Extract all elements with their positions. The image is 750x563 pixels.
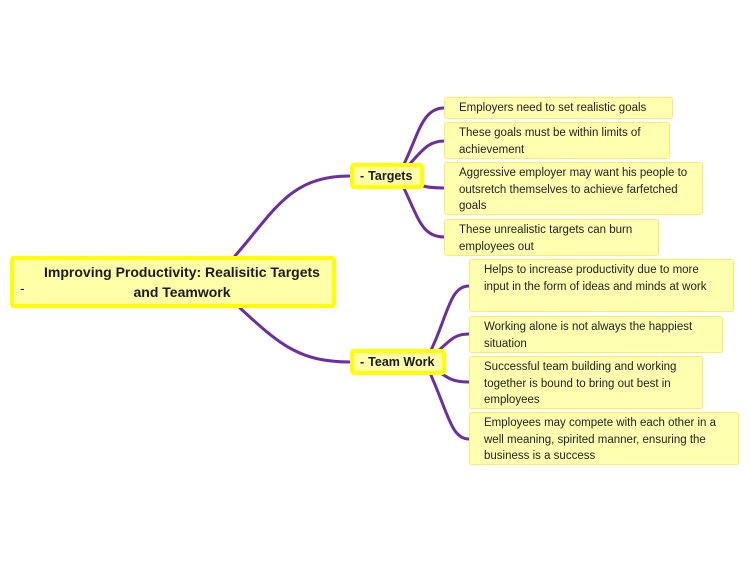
targets-leaf-1-text: Employers need to set realistic goals <box>459 102 647 114</box>
root-title-line-2: and Teamwork <box>133 284 231 300</box>
targets-collapse-toggle[interactable]: - <box>360 169 365 183</box>
branch-team-work-label: Team Work <box>368 355 435 369</box>
targets-leaf-3[interactable]: Aggressive employer may want his people … <box>444 162 703 215</box>
targets-leaf-2-text: These goals must be within limits of ach… <box>459 127 641 156</box>
root-collapse-toggle[interactable]: - <box>20 280 25 296</box>
connector-root-targets <box>233 174 352 258</box>
connector-teamwork-leaf-4 <box>423 360 471 441</box>
teamwork-leaf-2-text: Working alone is not always the happiest… <box>484 321 693 350</box>
teamwork-leaf-1-text: Helps to increase productivity due to mo… <box>484 264 707 293</box>
targets-leaf-1[interactable]: Employers need to set realistic goals <box>444 97 673 119</box>
targets-leaf-3-text: Aggressive employer may want his people … <box>459 167 688 212</box>
teamwork-leaf-3[interactable]: Successful team building and working tog… <box>469 356 703 409</box>
teamwork-leaf-4[interactable]: Employees may compete with each other in… <box>469 412 739 465</box>
root-title-line-1: Improving Productivity: Realisitic Targe… <box>44 264 320 280</box>
teamwork-leaf-1[interactable]: Helps to increase productivity due to mo… <box>469 259 734 312</box>
teamwork-leaf-4-text: Employees may compete with each other in… <box>484 417 717 462</box>
connector-teamwork-leaf-1 <box>423 284 471 364</box>
branch-targets-label: Targets <box>368 169 413 183</box>
targets-leaf-4[interactable]: These unrealistic targets can burn emplo… <box>444 219 659 256</box>
targets-leaf-4-text: These unrealistic targets can burn emplo… <box>459 224 633 253</box>
branch-targets[interactable]: -Targets <box>350 163 425 189</box>
teamwork-leaf-3-text: Successful team building and working tog… <box>484 361 677 406</box>
connector-root-teamwork <box>238 306 352 364</box>
teamwork-leaf-2[interactable]: Working alone is not always the happiest… <box>469 316 723 353</box>
root-topic[interactable]: - Improving Productivity: Realisitic Tar… <box>10 256 336 308</box>
branch-team-work[interactable]: -Team Work <box>350 349 447 375</box>
teamwork-collapse-toggle[interactable]: - <box>360 355 365 369</box>
targets-leaf-2[interactable]: These goals must be within limits of ach… <box>444 122 670 159</box>
